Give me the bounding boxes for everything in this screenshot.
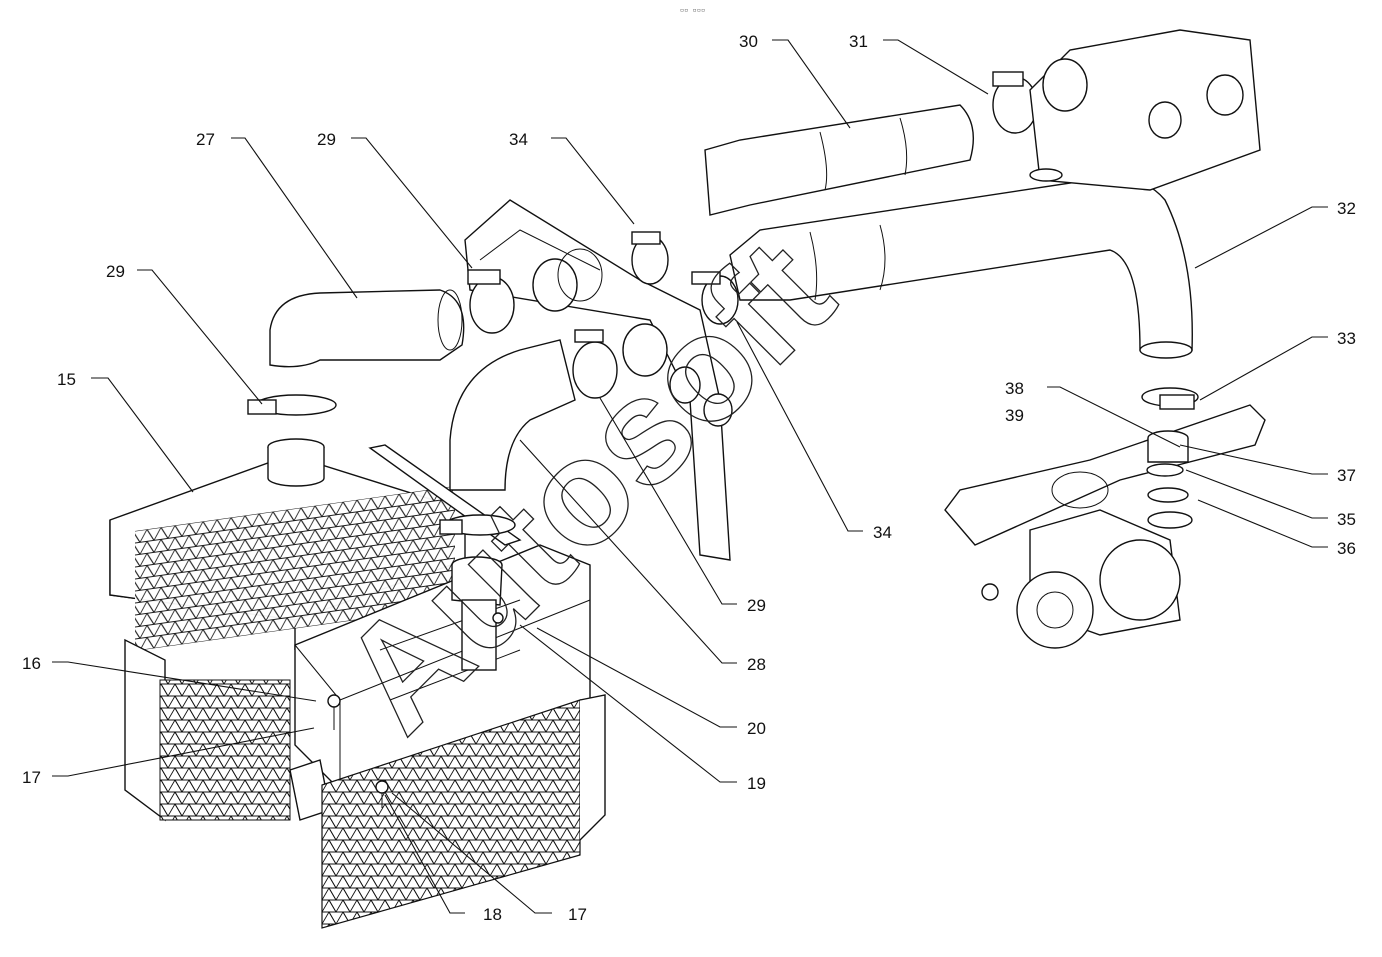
clamp-34-mid <box>691 271 739 325</box>
top-mark: ▫▫ ▫▫▫ <box>680 6 705 14</box>
gasket-36 <box>1147 487 1193 529</box>
callout-27: 27 <box>196 130 215 149</box>
sleeve-38 <box>1147 430 1189 463</box>
callout-16: 16 <box>22 654 41 673</box>
callout-28: 28 <box>747 655 766 674</box>
leader-lines <box>52 39 1328 914</box>
callout-34-bottom: 34 <box>873 523 892 542</box>
callout-37: 37 <box>1337 466 1356 485</box>
clamp-33 <box>1141 387 1199 410</box>
clamp-34-upper <box>631 231 669 285</box>
clamp-29-mid <box>572 329 618 399</box>
callout-34-top: 34 <box>509 130 528 149</box>
callout-38: 38 <box>1005 379 1024 398</box>
engine-block <box>1029 29 1261 191</box>
callout-35: 35 <box>1337 510 1356 529</box>
callout-36: 36 <box>1337 539 1356 558</box>
callout-39: 39 <box>1005 406 1024 425</box>
callout-30: 30 <box>739 32 758 51</box>
mounting-bracket <box>464 199 731 561</box>
callout-33: 33 <box>1337 329 1356 348</box>
callout-20: 20 <box>747 719 766 738</box>
hose-28 <box>449 339 576 491</box>
callout-15: 15 <box>57 370 76 389</box>
clamp-29-left <box>247 394 337 416</box>
callout-29-left: 29 <box>106 262 125 281</box>
intercooler-assembly <box>109 438 606 929</box>
callout-31: 31 <box>849 32 868 51</box>
callout-29-right: 29 <box>747 596 766 615</box>
callout-19: 19 <box>747 774 766 793</box>
callout-17-left: 17 <box>22 768 41 787</box>
callout-32: 32 <box>1337 199 1356 218</box>
callout-29-top: 29 <box>317 130 336 149</box>
callout-18: 18 <box>483 905 502 924</box>
clamp-29-low <box>439 514 516 536</box>
turbocharger <box>981 509 1181 649</box>
sleeve-upper <box>532 248 603 312</box>
clamp-29-upper <box>467 269 515 334</box>
hose-27 <box>269 289 465 368</box>
pipe-35 <box>1146 463 1184 477</box>
sleeve-mid <box>622 323 733 427</box>
hose-30 <box>704 104 974 216</box>
clamp-31 <box>992 71 1038 134</box>
callout-17-bottom: 17 <box>568 905 587 924</box>
